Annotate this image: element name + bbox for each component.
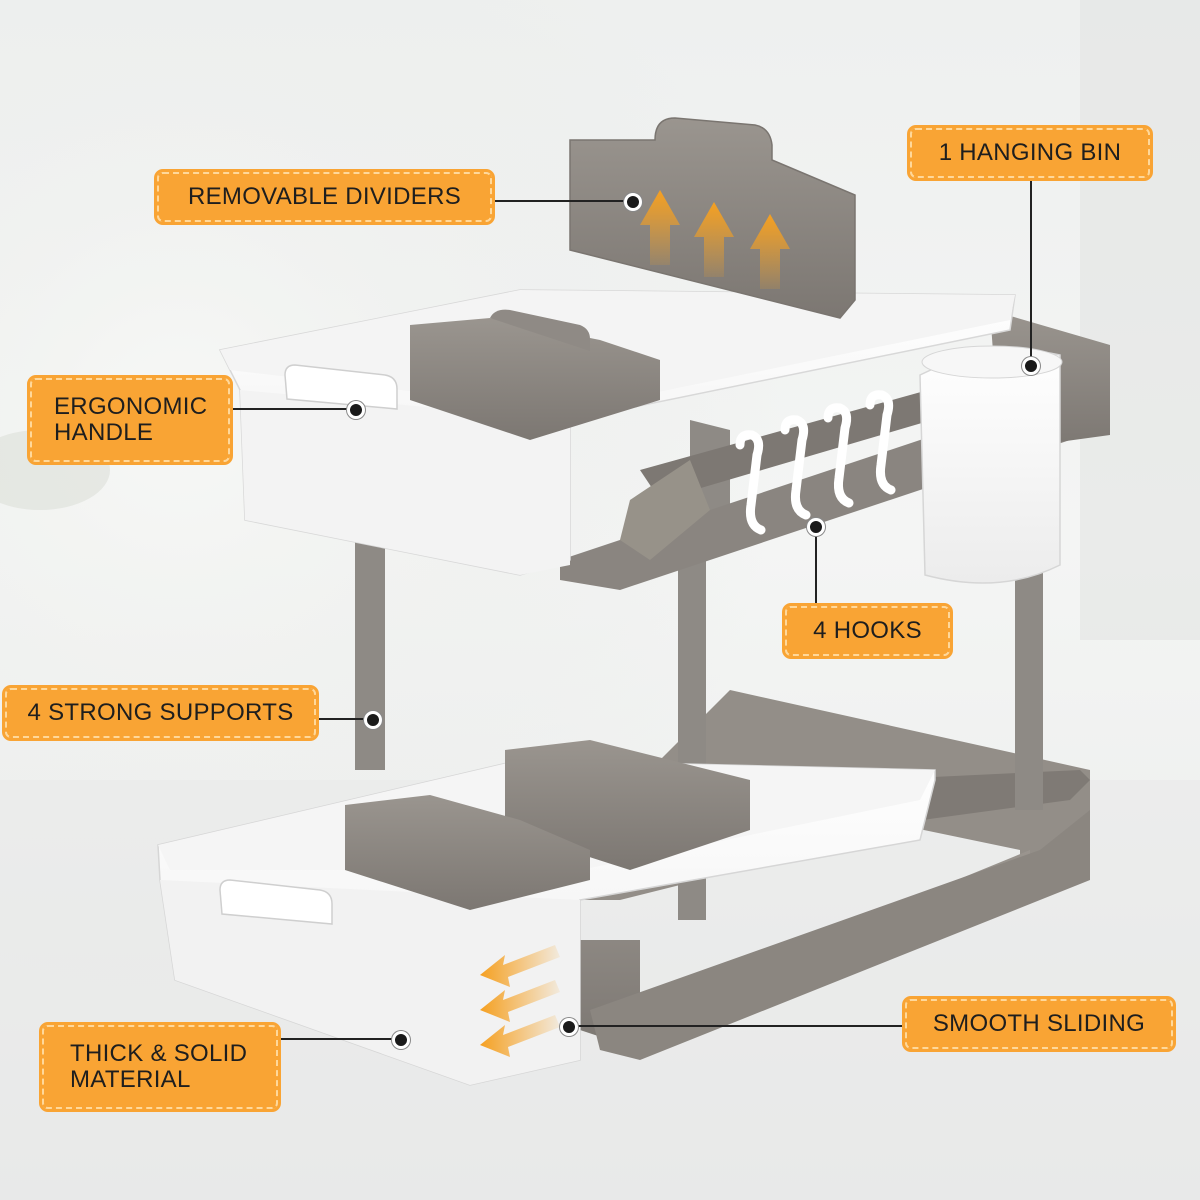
leader-line-hooks xyxy=(815,528,817,613)
callout-ergonomic-line1: ERGONOMIC xyxy=(54,393,208,420)
leader-line-bin xyxy=(1030,178,1032,363)
marker-sliding xyxy=(560,1018,578,1036)
callout-hooks-text: 4 HOOKS xyxy=(813,617,922,644)
leader-line-material xyxy=(278,1038,400,1040)
slide-arrows xyxy=(480,945,560,1057)
marker-supports xyxy=(364,711,382,729)
marker-handle xyxy=(347,401,365,419)
hanging-bin xyxy=(919,345,1063,584)
callout-removable-dividers-text: REMOVABLE DIVIDERS xyxy=(187,183,462,210)
s-hooks xyxy=(735,390,896,535)
callout-thick-solid-line2: MATERIAL xyxy=(70,1066,191,1093)
callout-thick-solid-line1: THICK & SOLID xyxy=(70,1040,248,1067)
lower-bin-dividers xyxy=(345,740,750,910)
callout-hooks: 4 HOOKS xyxy=(782,603,953,659)
marker-bin xyxy=(1022,357,1040,375)
leader-line-dividers xyxy=(492,200,632,202)
support-legs xyxy=(355,420,1043,920)
callout-hanging-bin-text: 1 HANGING BIN xyxy=(938,139,1122,166)
upper-bin xyxy=(218,289,1016,576)
callout-strong-supports: 4 STRONG SUPPORTS xyxy=(2,685,319,741)
leader-line-sliding xyxy=(570,1025,905,1027)
callout-thick-solid: THICK & SOLID MATERIAL xyxy=(39,1022,281,1112)
callout-ergonomic-handle: ERGONOMIC HANDLE xyxy=(27,375,233,465)
leader-line-handle xyxy=(230,408,355,410)
upper-bin-divider xyxy=(410,309,660,440)
marker-material xyxy=(392,1031,410,1049)
callout-smooth-sliding: SMOOTH SLIDING xyxy=(902,996,1176,1052)
marker-dividers xyxy=(624,193,642,211)
callout-strong-supports-text: 4 STRONG SUPPORTS xyxy=(27,699,294,726)
callout-removable-dividers: REMOVABLE DIVIDERS xyxy=(154,169,495,225)
callout-hanging-bin: 1 HANGING BIN xyxy=(907,125,1153,181)
callout-smooth-sliding-text: SMOOTH SLIDING xyxy=(932,1010,1146,1037)
marker-hooks xyxy=(807,518,825,536)
leader-line-supports xyxy=(316,718,371,720)
up-arrows xyxy=(640,190,790,289)
callout-ergonomic-line2: HANDLE xyxy=(54,419,154,446)
